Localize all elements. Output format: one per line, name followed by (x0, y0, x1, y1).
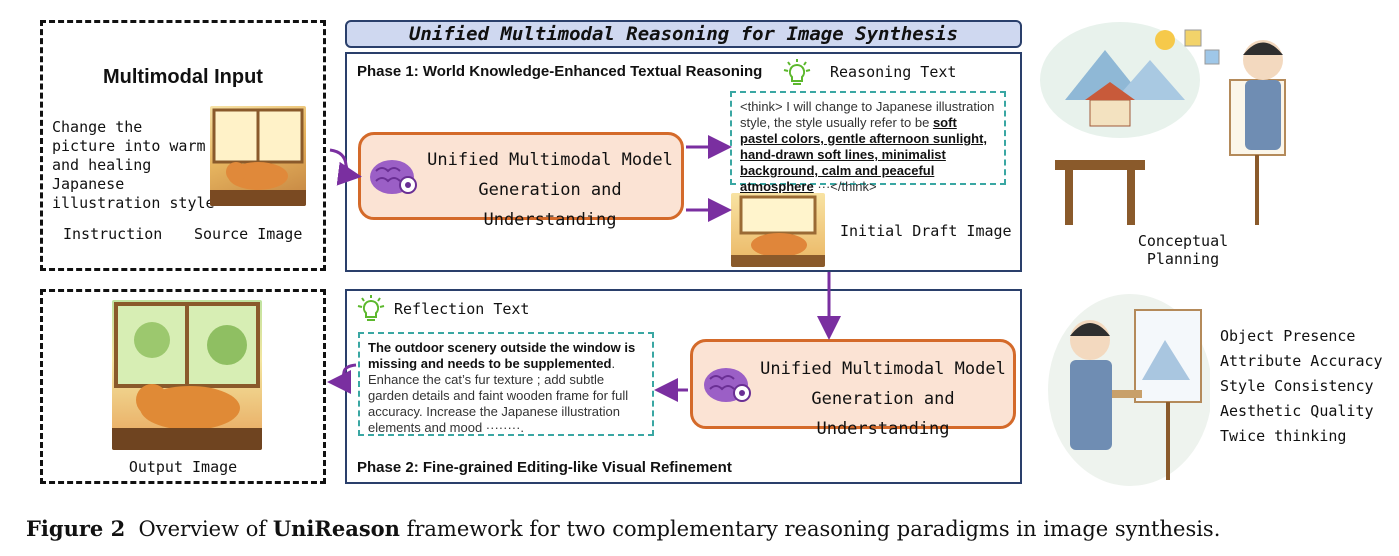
lightbulb-icon (780, 58, 814, 93)
initial-draft-label: Initial Draft Image (840, 222, 1012, 240)
diagram-title-bar: Unified Multimodal Reasoning for Image S… (345, 20, 1022, 48)
output-image (112, 300, 262, 450)
instruction-text: Change the picture into warm and healing… (52, 118, 215, 212)
reasoning-text-label: Reasoning Text (830, 63, 957, 81)
criterion-attribute-accuracy: Attribute Accuracy (1220, 352, 1383, 370)
multimodal-input-heading: Multimodal Input (103, 66, 263, 88)
brain-gear-icon (366, 155, 422, 204)
criterion-aesthetic-quality: Aesthetic Quality (1220, 402, 1374, 420)
refinement-painting-illustration (1040, 290, 1212, 486)
reflection-text-box: The outdoor scenery outside the window i… (358, 332, 654, 436)
criterion-twice-thinking: Twice thinking (1220, 427, 1347, 445)
lightbulb-icon (354, 294, 388, 329)
figure-number: Figure 2 (26, 516, 126, 541)
instruction-label: Instruction (63, 225, 163, 243)
initial-draft-image (731, 193, 825, 267)
output-image-label: Output Image (128, 458, 238, 476)
unified-model-text-phase2: Unified Multimodal Model Generation and … (760, 359, 1006, 439)
brain-gear-icon (700, 363, 756, 412)
source-image (210, 106, 306, 206)
diagram-title: Unified Multimodal Reasoning for Image S… (408, 23, 959, 45)
arrow-input-to-model (329, 148, 362, 186)
criterion-style-consistency: Style Consistency (1220, 377, 1374, 395)
phase2-label: Phase 2: Fine-grained Editing-like Visua… (357, 459, 732, 476)
output-image-panel (40, 289, 326, 484)
reflection-text-label: Reflection Text (394, 300, 530, 318)
phase1-label: Phase 1: World Knowledge-Enhanced Textua… (357, 63, 763, 80)
multimodal-input-panel (40, 20, 326, 271)
conceptual-planning-illustration (1035, 10, 1325, 230)
source-image-label: Source Image (194, 225, 303, 243)
unified-model-text-phase1: Unified Multimodal Model Generation and … (427, 150, 673, 230)
criterion-object-presence: Object Presence (1220, 327, 1356, 345)
arrow-reflection-to-output (327, 363, 357, 394)
figure-caption: Figure 2 Overview of UniReason framework… (26, 516, 1221, 541)
conceptual-planning-label: Conceptual Planning (1137, 232, 1229, 268)
